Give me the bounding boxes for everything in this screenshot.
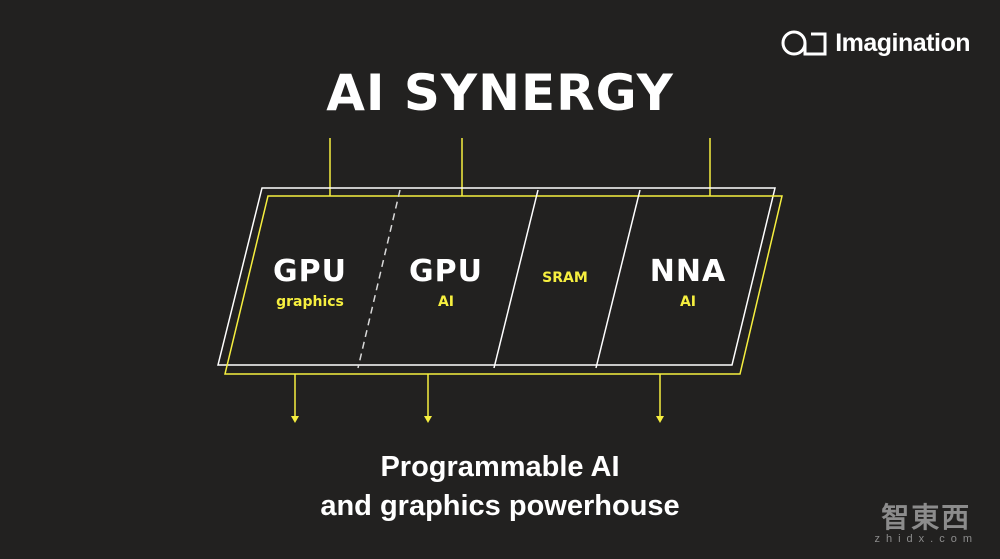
block-gpu-graphics-title: GPU <box>273 254 347 289</box>
block-nna-title: NNA <box>649 254 727 289</box>
block-gpu-ai-subtitle: AI <box>437 294 455 310</box>
block-nna-ai: NNA AI <box>628 254 748 311</box>
subtitle-line-2: and graphics powerhouse <box>320 490 680 522</box>
block-sram: SRAM <box>525 270 605 286</box>
slide-title: AI SYNERGY <box>326 64 674 122</box>
block-sram-label: SRAM <box>542 270 588 286</box>
outer-frame-white <box>217 187 776 366</box>
watermark-chinese: 智東西 <box>881 502 972 533</box>
imagination-logo-icon <box>781 30 827 56</box>
imagination-logo: Imagination <box>781 28 970 58</box>
block-nna-subtitle: AI <box>679 294 697 310</box>
divider-2 <box>595 189 641 369</box>
block-gpu-graphics-subtitle: graphics <box>276 294 344 310</box>
logo-text: Imagination <box>835 28 970 57</box>
output-arrowhead-2 <box>424 416 432 423</box>
block-gpu-graphics: GPU graphics <box>250 254 370 311</box>
watermark: 智東西 zhidx.com <box>874 502 978 546</box>
output-arrowhead-1 <box>291 416 299 423</box>
divider-1 <box>493 189 539 369</box>
watermark-url: zhidx.com <box>874 533 978 545</box>
output-arrowhead-3 <box>656 416 664 423</box>
divider-dashed <box>357 189 401 369</box>
slide-subtitle: Programmable AI and graphics powerhouse <box>0 448 1000 526</box>
subtitle-line-1: Programmable AI <box>380 451 620 483</box>
block-gpu-ai: GPU AI <box>386 254 506 311</box>
block-gpu-ai-title: GPU <box>409 254 483 289</box>
outer-frame-yellow <box>224 195 783 375</box>
